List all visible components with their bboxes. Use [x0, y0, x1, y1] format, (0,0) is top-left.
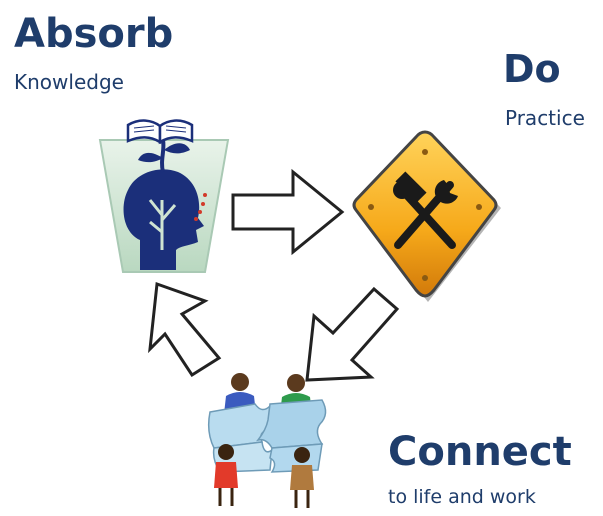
- do-subtitle: Practice: [505, 106, 585, 130]
- arrow-absorb-to-do: [231, 168, 345, 256]
- arrow-do-to-connect: [305, 286, 400, 382]
- do-title: Do: [503, 47, 561, 91]
- head-book-icon: [98, 119, 230, 273]
- connect-title: Connect: [388, 429, 572, 475]
- absorb-title: Absorb: [14, 11, 174, 57]
- arrow-connect-to-absorb: [148, 281, 222, 378]
- connect-subtitle: to life and work: [388, 486, 536, 508]
- absorb-subtitle: Knowledge: [14, 70, 124, 94]
- tools-sign-icon: [352, 130, 501, 302]
- people-puzzle-icon: [207, 373, 327, 508]
